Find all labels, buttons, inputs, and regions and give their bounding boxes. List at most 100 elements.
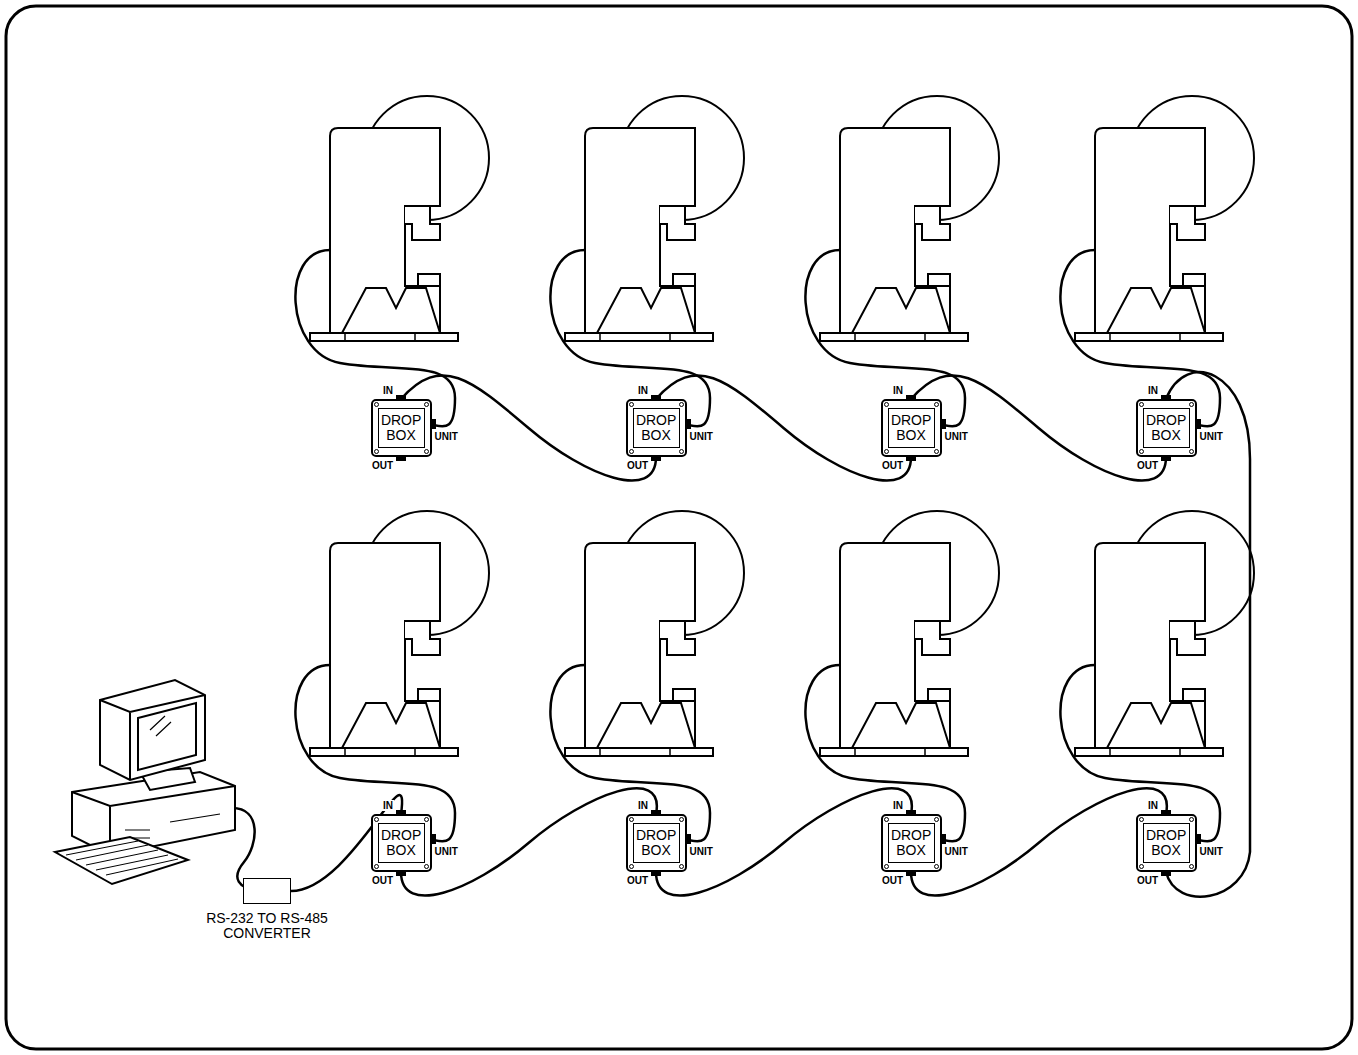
screw	[679, 402, 684, 407]
screw	[629, 449, 634, 454]
drop-box: DROP BOX	[881, 399, 942, 457]
screw	[629, 817, 634, 822]
screw	[679, 864, 684, 869]
screw	[424, 864, 429, 869]
screw	[1139, 449, 1144, 454]
box-label: DROP BOX	[636, 828, 676, 858]
cable	[911, 788, 1167, 895]
out-connector	[1161, 871, 1171, 876]
port-label: UNIT	[434, 846, 459, 857]
press	[550, 511, 744, 841]
cable	[911, 375, 1166, 480]
out-connector	[1161, 456, 1171, 461]
unit-connector	[686, 834, 691, 844]
box-label: DROP BOX	[1146, 828, 1186, 858]
out-connector	[651, 871, 661, 876]
screw	[884, 864, 889, 869]
port-label: IN	[637, 385, 649, 396]
screw	[934, 449, 939, 454]
press	[550, 96, 744, 426]
box-label: DROP BOX	[381, 413, 421, 443]
port-label: UNIT	[944, 846, 969, 857]
drop-box: DROP BOX	[371, 814, 432, 872]
screw	[374, 817, 379, 822]
press	[805, 96, 999, 426]
screw	[1189, 817, 1194, 822]
port-label: UNIT	[689, 431, 714, 442]
port-label: IN	[382, 385, 394, 396]
box-label: DROP BOX	[891, 828, 931, 858]
box-label: DROP BOX	[891, 413, 931, 443]
unit-connector	[431, 834, 436, 844]
out-connector	[906, 456, 916, 461]
port-label: UNIT	[1199, 431, 1224, 442]
port-label: OUT	[881, 460, 904, 471]
drop-box: DROP BOX	[1136, 399, 1197, 457]
port-label: IN	[1147, 800, 1159, 811]
box-label: DROP BOX	[1146, 413, 1186, 443]
cable	[656, 788, 912, 895]
screw	[374, 402, 379, 407]
screw	[1139, 864, 1144, 869]
unit-connector	[941, 834, 946, 844]
port-label: OUT	[1136, 875, 1159, 886]
unit-connector	[431, 419, 436, 429]
port-label: OUT	[371, 460, 394, 471]
unit-connector	[1196, 834, 1201, 844]
screw	[424, 449, 429, 454]
in-connector	[651, 810, 661, 815]
screw	[1189, 864, 1194, 869]
screw	[884, 402, 889, 407]
drop-box: DROP BOX	[626, 814, 687, 872]
cable	[656, 375, 911, 480]
port-label: IN	[1147, 385, 1159, 396]
press	[805, 511, 999, 841]
screw	[934, 817, 939, 822]
cable	[401, 788, 657, 895]
in-connector	[396, 395, 406, 400]
port-label: OUT	[626, 875, 649, 886]
screw	[374, 449, 379, 454]
in-connector	[1161, 395, 1171, 400]
out-connector	[396, 871, 406, 876]
in-connector	[906, 395, 916, 400]
screw	[934, 864, 939, 869]
screw	[884, 817, 889, 822]
port-label: UNIT	[434, 431, 459, 442]
press	[1060, 96, 1254, 426]
screw	[424, 817, 429, 822]
screw	[629, 864, 634, 869]
drop-box: DROP BOX	[881, 814, 942, 872]
press	[1060, 511, 1254, 841]
in-connector	[396, 810, 406, 815]
press	[295, 96, 489, 426]
out-connector	[906, 871, 916, 876]
press	[295, 511, 489, 841]
screw	[884, 449, 889, 454]
in-connector	[906, 810, 916, 815]
port-label: OUT	[626, 460, 649, 471]
computer	[55, 680, 256, 890]
drop-box: DROP BOX	[1136, 814, 1197, 872]
page-frame	[6, 6, 1352, 1049]
box-label: DROP BOX	[636, 413, 676, 443]
box-label: DROP BOX	[381, 828, 421, 858]
converter-box: RS-232 TO RS-485 CONVERTER	[243, 878, 291, 904]
unit-connector	[686, 419, 691, 429]
port-label: UNIT	[944, 431, 969, 442]
out-connector	[396, 456, 406, 461]
port-label: IN	[637, 800, 649, 811]
screw	[1139, 817, 1144, 822]
in-connector	[1161, 810, 1171, 815]
port-label: UNIT	[689, 846, 714, 857]
screw	[934, 402, 939, 407]
port-label: OUT	[881, 875, 904, 886]
screw	[374, 864, 379, 869]
unit-connector	[941, 419, 946, 429]
drop-box: DROP BOX	[626, 399, 687, 457]
port-label: IN	[892, 800, 904, 811]
cable	[401, 375, 656, 480]
screw	[424, 402, 429, 407]
